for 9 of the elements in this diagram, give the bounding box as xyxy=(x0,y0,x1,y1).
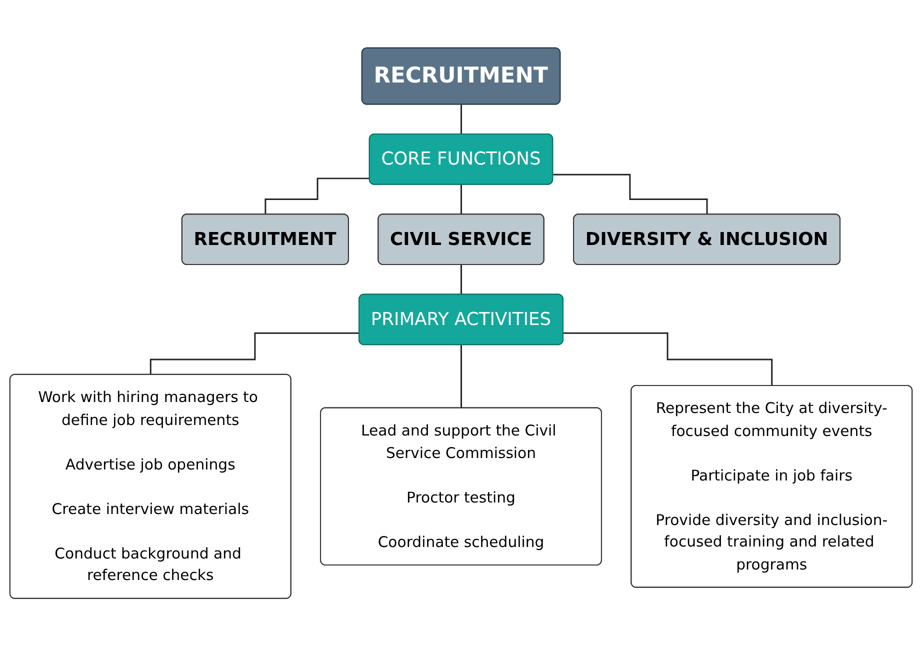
connector xyxy=(264,178,370,216)
org-chart: RECRUITMENT CORE FUNCTIONS RECRUITMENT CIVIL SERVICE DIVERSITY & INCLUSION PRIMARY ACTIVITIES Work with hiring managers to define job requirements Advertise job openings Create interview materials Conduct background and reference checks Lead and support the Civil Service Commission Proctor testing Coordinate scheduling Represent the City at diversity-focused community events Participate in job fairs Provide diversity and inclusion-focused training and related programs xyxy=(2,40,920,606)
connector xyxy=(460,264,462,296)
connector xyxy=(460,184,462,216)
connector xyxy=(563,332,773,387)
connector xyxy=(460,104,462,136)
connector xyxy=(150,332,360,376)
connector xyxy=(460,344,462,409)
connector xyxy=(553,174,708,216)
